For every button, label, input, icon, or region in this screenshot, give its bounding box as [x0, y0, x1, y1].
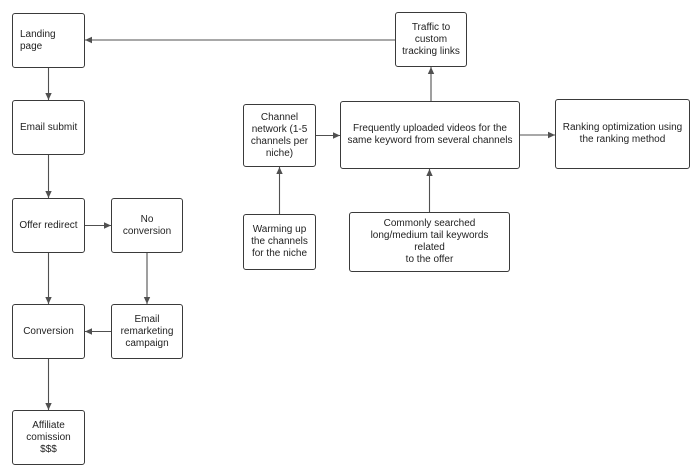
- email-remarketing-node: Email remarketing campaign: [111, 304, 183, 359]
- offer-redirect-node: Offer redirect: [12, 198, 85, 253]
- offer-redirect-label: Offer redirect: [19, 219, 78, 231]
- warming-up-node: Warming up the channels for the niche: [243, 214, 316, 270]
- conversion-node: Conversion: [12, 304, 85, 359]
- email-submit-label: Email submit: [20, 121, 78, 133]
- channel-network-label: Channel network (1-5 channels per niche): [250, 111, 309, 159]
- frequent-videos-node: Frequently uploaded videos for the same …: [340, 101, 520, 169]
- traffic-tracking-label: Traffic to custom tracking links: [402, 21, 460, 57]
- email-remarketing-label: Email remarketing campaign: [120, 313, 174, 349]
- email-submit-node: Email submit: [12, 100, 85, 155]
- landing-page-label: Landing page: [20, 28, 56, 52]
- keywords-label: Commonly searched long/medium tail keywo…: [370, 218, 489, 265]
- frequent-videos-label: Frequently uploaded videos for the same …: [347, 123, 513, 146]
- channel-network-node: Channel network (1-5 channels per niche): [243, 104, 316, 167]
- no-conversion-node: No conversion: [111, 198, 183, 253]
- keywords-node: Commonly searched long/medium tail keywo…: [349, 212, 510, 272]
- traffic-tracking-node: Traffic to custom tracking links: [395, 12, 467, 67]
- affiliate-commission-node: Affiliate comission $$$: [12, 410, 85, 465]
- no-conversion-label: No conversion: [122, 213, 172, 237]
- ranking-optimization-label: Ranking optimization using the ranking m…: [562, 122, 683, 145]
- ranking-optimization-node: Ranking optimization using the ranking m…: [555, 99, 690, 169]
- warming-up-label: Warming up the channels for the niche: [251, 224, 308, 259]
- landing-page-node: Landing page: [12, 13, 85, 68]
- affiliate-commission-label: Affiliate comission $$$: [26, 419, 71, 455]
- conversion-label: Conversion: [23, 325, 74, 337]
